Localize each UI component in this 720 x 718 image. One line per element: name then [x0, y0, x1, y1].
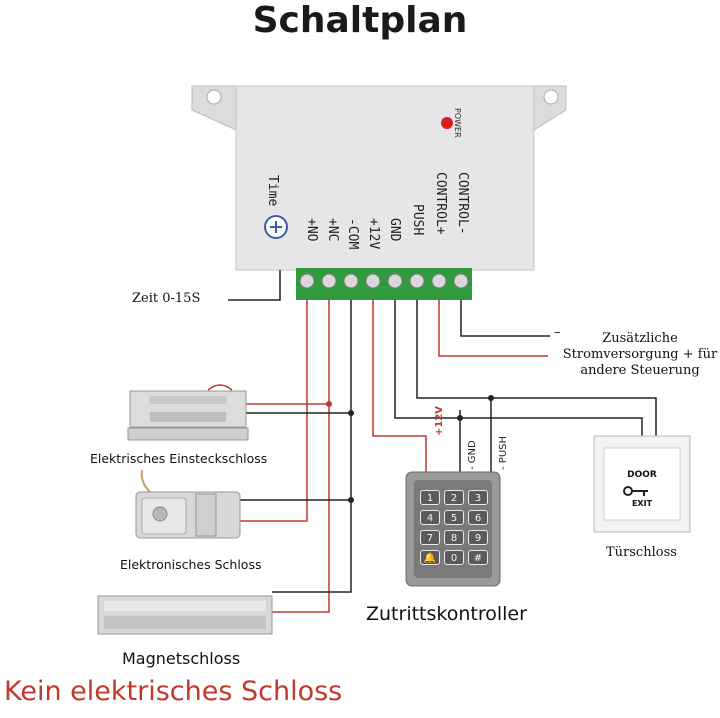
keypad-grid: 1 2 3 4 5 6 7 8 9 🔔 0 #: [420, 490, 488, 565]
electronic-lock: [135, 469, 241, 539]
key-5: 5: [444, 510, 464, 525]
terminal-label-nc: +NC: [325, 218, 340, 242]
key-9: 9: [468, 530, 488, 545]
key-7: 7: [420, 530, 440, 545]
keypad-gnd-label: - GND: [467, 440, 478, 470]
mount-hole-left: [206, 89, 222, 105]
key-bell: 🔔: [420, 550, 440, 565]
exit-button-door-text: DOOR: [627, 470, 657, 480]
dash-label: –: [554, 325, 561, 340]
exit-button-device: [593, 435, 691, 533]
terminal-label-push: PUSH: [410, 204, 425, 236]
key-hash: #: [468, 550, 488, 565]
wires: [228, 270, 657, 613]
extra-power-label: Zusätzliche Stromversorgung + für andere…: [560, 331, 720, 379]
terminal-label-no: +NO: [304, 218, 319, 242]
key-1: 1: [420, 490, 440, 505]
terminal-label-com: -COM: [345, 218, 360, 250]
terminal-label-12v: +12V: [366, 218, 381, 250]
key-6: 6: [468, 510, 488, 525]
access-controller-label: Zutrittskontroller: [366, 603, 527, 625]
magnet-lock: [97, 595, 273, 635]
exit-button-exit-text: EXIT: [631, 499, 653, 508]
power-label: POWER: [453, 108, 462, 138]
keypad-push-label: - PUSH: [498, 435, 509, 470]
extra-power-line-1: Zusätzliche: [602, 331, 678, 346]
terminal-label-control-minus: CONTROL-: [455, 172, 470, 235]
extra-power-line-3: andere Steuerung: [580, 363, 700, 378]
extra-power-line-2: Stromversorgung + für: [562, 347, 718, 362]
mortise-lock: [127, 384, 249, 441]
key-0: 0: [444, 550, 464, 565]
footer-note: Kein elektrisches Schloss: [4, 676, 343, 707]
time-label: Time: [265, 175, 280, 207]
terminal-label-gnd: GND: [387, 218, 402, 242]
mortise-lock-label: Elektrisches Einsteckschloss: [90, 451, 268, 466]
mount-hole-right: [543, 89, 559, 105]
time-range-label: Zeit 0-15S: [132, 291, 201, 306]
key-3: 3: [468, 490, 488, 505]
terminal-label-control-plus: CONTROL+: [433, 172, 448, 235]
door-lock-label: Türschloss: [606, 545, 677, 560]
key-8: 8: [444, 530, 464, 545]
magnet-lock-label: Magnetschloss: [122, 649, 241, 668]
power-led: [441, 117, 453, 129]
keypad-12v-label: +12V: [434, 405, 445, 436]
diagram-title: Schaltplan: [252, 0, 468, 41]
key-4: 4: [420, 510, 440, 525]
key-2: 2: [444, 490, 464, 505]
controller-unit: [191, 85, 567, 300]
electronic-lock-label: Elektronisches Schloss: [120, 557, 262, 572]
